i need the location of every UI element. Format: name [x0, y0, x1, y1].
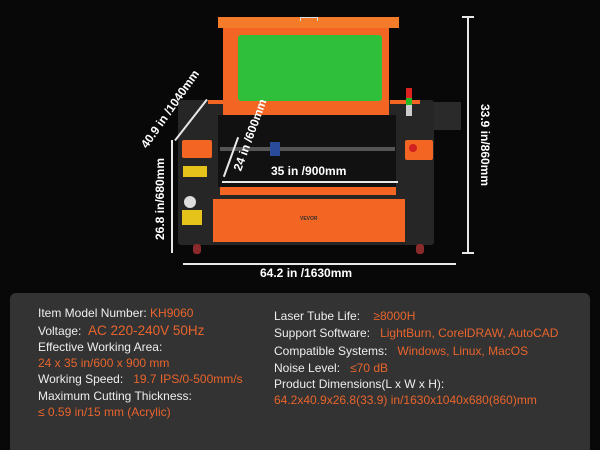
brand-logo: VEVOR — [300, 216, 318, 222]
spec-area-value: 24 x 35 in/600 x 900 mm — [38, 356, 170, 370]
height-body-line — [171, 140, 173, 253]
height-body-label: 26.8 in/680mm — [153, 157, 167, 241]
spec-voltage: Voltage: AC 220-240V 50Hz — [38, 323, 204, 338]
front-drawer — [213, 199, 405, 242]
work-area — [218, 115, 396, 187]
height-total-cap-bottom — [462, 252, 474, 254]
spec-label: Working Speed: — [38, 372, 124, 386]
spec-value: ≤70 dB — [350, 361, 389, 375]
spec-thickness-value: ≤ 0.59 in/15 mm (Acrylic) — [38, 405, 171, 419]
spec-value: ≥8000H — [373, 309, 416, 323]
spec-value: LightBurn, CorelDRAW, AutoCAD — [380, 326, 559, 340]
spec-value: AC 220-240V 50Hz — [88, 323, 205, 338]
spec-noise: Noise Level: ≤70 dB — [274, 361, 388, 375]
spec-label: Noise Level: — [274, 361, 341, 375]
spec-value: 19.7 IPS/0-500mm/s — [133, 372, 243, 386]
height-total-cap-top — [462, 16, 474, 18]
work-width-label: 35 in /900mm — [271, 164, 347, 178]
top-right-trim — [390, 100, 420, 104]
height-total-line — [467, 17, 469, 253]
warning-label-2 — [182, 210, 202, 225]
warning-label — [183, 166, 207, 177]
spec-software: Support Software: LightBurn, CorelDRAW, … — [274, 326, 558, 340]
spec-dimensions-value: 64.2x40.9x26.8(33.9) in/1630x1040x680(86… — [274, 393, 537, 407]
lid-handle — [300, 17, 318, 21]
gantry — [220, 147, 395, 151]
orange-strip — [220, 187, 396, 195]
spec-value: KH9060 — [150, 306, 194, 320]
width-line — [183, 263, 456, 265]
lid-top — [218, 17, 399, 28]
spec-tube-life: Laser Tube Life: ≥8000H — [274, 309, 415, 323]
top-left-trim — [208, 100, 233, 104]
spec-systems: Compatible Systems: Windows, Linux, MacO… — [274, 344, 528, 358]
laser-head-icon — [270, 142, 280, 156]
spec-label: Support Software: — [274, 326, 371, 340]
caster-right-icon — [416, 244, 424, 254]
emergency-stop-icon — [409, 144, 417, 152]
spec-label: Compatible Systems: — [274, 344, 388, 358]
left-control-panel — [182, 140, 212, 158]
viewing-window — [238, 35, 382, 101]
spec-dimensions-label: Product Dimensions(L x W x H): — [274, 377, 445, 391]
spec-model: Item Model Number: KH9060 — [38, 306, 193, 320]
height-total-label: 33.9 in/860mm — [478, 103, 492, 187]
spec-speed: Working Speed: 19.7 IPS/0-500mm/s — [38, 372, 243, 386]
power-switch — [184, 196, 196, 208]
spec-thickness-label: Maximum Cutting Thickness: — [38, 389, 192, 403]
spec-area-label: Effective Working Area: — [38, 340, 163, 354]
spec-label: Item Model Number: — [38, 306, 147, 320]
spec-label: Laser Tube Life: — [274, 309, 361, 323]
caster-left-icon — [193, 244, 201, 254]
signal-tower — [406, 88, 412, 116]
width-label: 64.2 in /1630mm — [260, 266, 353, 280]
work-width-line — [222, 181, 398, 183]
specs-panel: Item Model Number: KH9060 Voltage: AC 22… — [10, 293, 590, 450]
spec-value: Windows, Linux, MacOS — [397, 344, 529, 358]
spec-label: Voltage: — [38, 324, 82, 338]
